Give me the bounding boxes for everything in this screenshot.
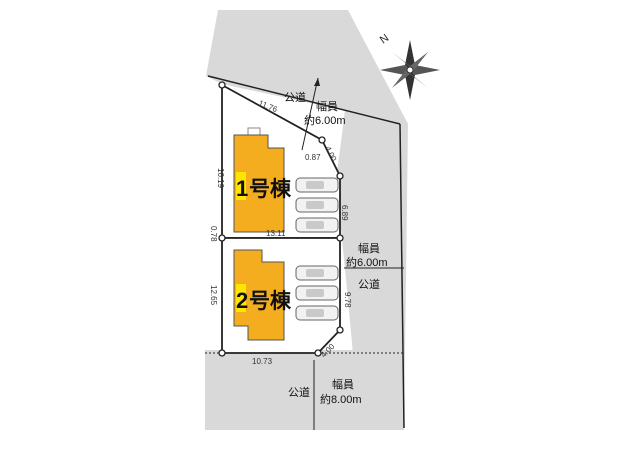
parked-car-icon [295, 265, 339, 281]
east-road-width-value: 約6.00m [346, 255, 388, 269]
south-road-width-label: 幅員 [332, 378, 354, 391]
dim-corner-small: 0.87 [305, 153, 321, 162]
dim-lot2-right: 9.78 [343, 292, 352, 308]
building-2-number: 2 [236, 288, 248, 313]
dim-lot2-bottom: 10.73 [252, 357, 273, 366]
south-road-kind: 公道 [288, 385, 310, 399]
parked-car-icon [295, 305, 339, 321]
building-1-number: 1 [236, 176, 248, 201]
south-road-width-value: 約8.00m [320, 392, 362, 406]
parked-car-icon [295, 177, 339, 193]
south-road [205, 350, 404, 430]
parked-car-icon [295, 197, 339, 213]
building-2: 2 号棟 [233, 249, 292, 341]
east-road-width-label: 幅員 [358, 242, 380, 255]
compass-rose-icon [380, 40, 440, 100]
building-1: 1 号棟 [233, 127, 292, 233]
parked-car-icon [295, 217, 339, 233]
building-2-label: 号棟 [249, 289, 292, 313]
corner-markers [218, 81, 344, 357]
parking-spaces [295, 177, 339, 321]
north-label: N [378, 32, 391, 46]
east-road [336, 28, 408, 430]
dim-lot2-left: 12.65 [209, 285, 218, 306]
dim-lot1-left: 16.19 [216, 168, 225, 189]
dim-left-gap: 0.78 [209, 226, 218, 242]
building-1-label: 号棟 [249, 177, 292, 201]
north-road-width-label: 幅員 [316, 100, 338, 113]
north-road-width-value: 約6.00m [304, 113, 346, 127]
north-road-kind: 公道 [284, 90, 306, 104]
dim-lot1-right: 6.89 [340, 205, 349, 221]
dim-lot1-bottom: 13.11 [266, 229, 286, 238]
east-road-kind: 公道 [358, 277, 380, 291]
parked-car-icon [295, 285, 339, 301]
